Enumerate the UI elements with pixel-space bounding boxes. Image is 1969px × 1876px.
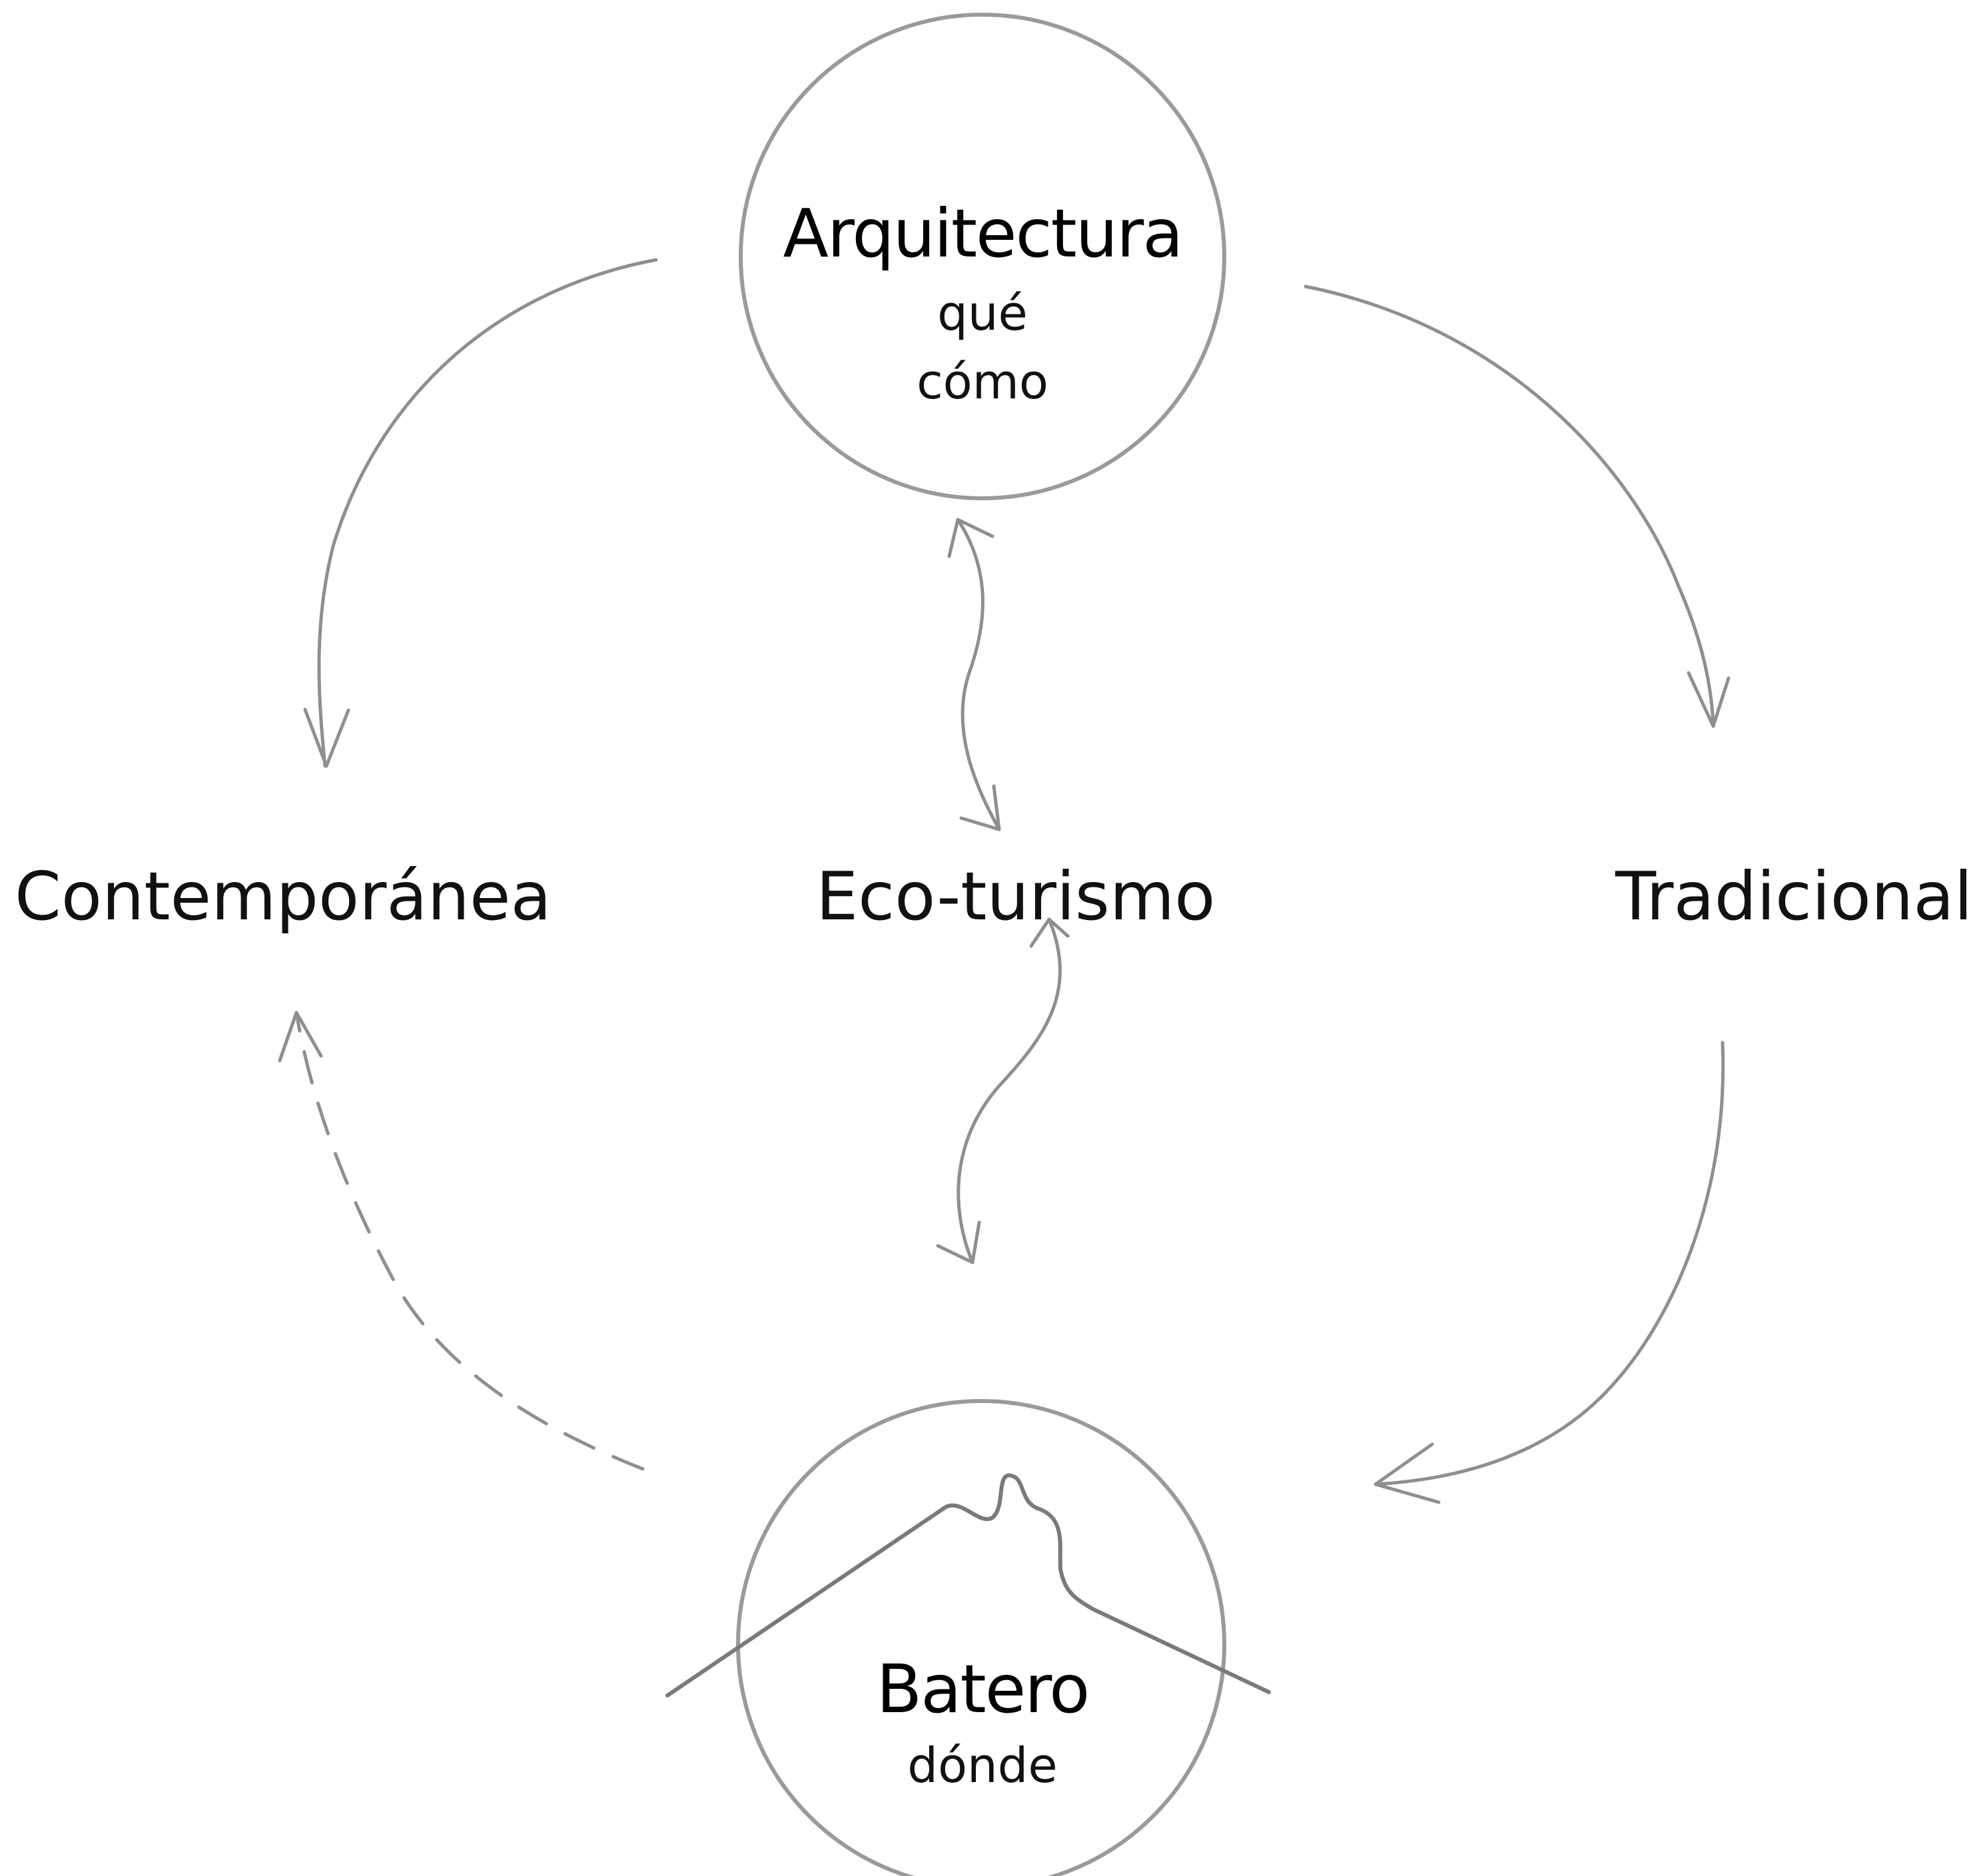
node-title-batero: Batero bbox=[877, 1650, 1089, 1728]
connector-tradicional-batero bbox=[1374, 1041, 1725, 1504]
connector-arquitectura-ecoturismo bbox=[947, 518, 1001, 831]
connector-arquitectura-tradicional bbox=[1304, 284, 1731, 728]
connector-batero-contemporanea bbox=[278, 1011, 645, 1471]
label-ecoturismo: Eco-turismo bbox=[816, 857, 1215, 935]
node-arquitectura: Arquitectura qué cómo bbox=[739, 13, 1226, 500]
node-line-como: cómo bbox=[917, 354, 1048, 410]
connector-ecoturismo-batero bbox=[936, 917, 1070, 1264]
node-batero: Batero dónde bbox=[665, 1399, 1271, 1876]
node-line-donde: dónde bbox=[907, 1737, 1057, 1793]
connector-arquitectura-contemporanea bbox=[303, 258, 658, 768]
node-title-arquitectura: Arquitectura bbox=[783, 195, 1182, 272]
node-line-que: qué bbox=[937, 285, 1028, 341]
mountain-icon bbox=[665, 1473, 1271, 1697]
label-contemporanea: Contemporánea bbox=[15, 857, 552, 935]
label-tradicional: Tradicional bbox=[1615, 857, 1969, 935]
node-circle-top bbox=[739, 13, 1226, 500]
node-circle-bottom bbox=[736, 1399, 1226, 1876]
